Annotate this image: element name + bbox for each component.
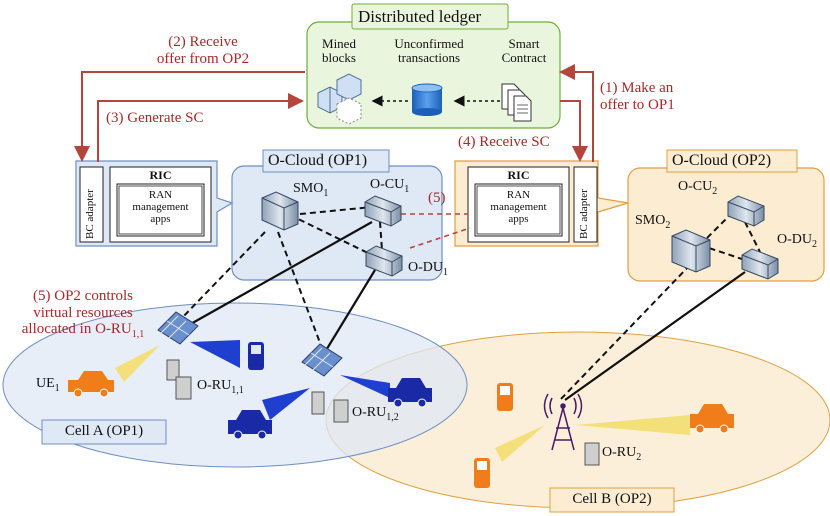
- blue-phone-icon: [248, 342, 264, 370]
- ocu1-label: O-CU1: [370, 177, 410, 195]
- oru11-antenna-icon: [157, 311, 199, 381]
- arrow-step2: [74, 71, 305, 162]
- oru12-antenna-icon: [301, 343, 343, 415]
- ledger-title: Distributed ledger: [358, 7, 482, 26]
- oru2-label: O-RU2: [602, 445, 642, 463]
- orange-phone-bottom-icon: [474, 458, 490, 488]
- arrow-step3: [97, 93, 304, 162]
- op1-bc-adapter-label: BC adapter: [84, 189, 96, 239]
- op2-ran-apps-box: [474, 183, 563, 237]
- ocu1-server-icon: [364, 195, 402, 227]
- step3-label: (3) Generate SC: [106, 110, 204, 126]
- smart-contract-icon: [501, 83, 532, 122]
- beam-oru12-car: [262, 388, 310, 420]
- oru2-tower-icon: [543, 393, 583, 451]
- op1-ric-label: RIC: [149, 168, 172, 182]
- ue1-label: UE1: [36, 376, 60, 394]
- orange-car-right-icon: [690, 404, 734, 434]
- smo2-server-icon: [671, 229, 711, 273]
- ocu2-server-icon: [727, 195, 765, 227]
- beam-oru2-car: [575, 415, 690, 435]
- smo1-label: SMO1: [293, 181, 329, 199]
- oru12-label: O-RU1,2: [352, 405, 399, 423]
- oru11-box-icon: [175, 376, 192, 400]
- oru12-box-icon: [333, 399, 349, 423]
- link-step5-odu: [409, 227, 471, 249]
- arrow-step4: [560, 100, 588, 162]
- odu1-server-icon: [365, 245, 403, 277]
- oru11-label: O-RU1,1: [197, 378, 244, 396]
- op1-bc-adapter-box: [79, 166, 104, 243]
- blue-car-right-icon: [388, 378, 432, 408]
- oru2-box-icon: [584, 442, 600, 466]
- blue-car-left-icon: [228, 410, 272, 440]
- op2-bc-adapter-box: [573, 166, 598, 243]
- op1-cloud-title: O-Cloud (OP1): [268, 152, 368, 169]
- mined-blocks-icon: [317, 73, 362, 125]
- step5-label: (5): [428, 190, 446, 206]
- step4-label: (4) Receive SC: [458, 134, 550, 150]
- beam-oru11-phone: [190, 340, 240, 368]
- odu1-label: O-DU1: [408, 260, 448, 278]
- op2-bc-adapter-label: BC adapter: [578, 189, 590, 239]
- op1-ran-apps-box: [116, 183, 205, 237]
- beam-oru12-car2: [340, 375, 390, 398]
- smo2-label: SMO2: [635, 213, 671, 231]
- ocu2-label: O-CU2: [678, 179, 718, 197]
- cell-a-label: Cell A (OP1): [64, 423, 144, 439]
- odu2-label: O-DU2: [777, 232, 817, 250]
- cell-b-label: Cell B (OP2): [572, 491, 652, 507]
- arrow-step1: [559, 64, 594, 162]
- beam-oru2-phone: [495, 425, 545, 462]
- odu2-server-icon: [741, 248, 779, 280]
- database-icon: [411, 83, 443, 116]
- op2-ric-label: RIC: [507, 168, 530, 182]
- orange-phone-top-icon: [497, 383, 513, 411]
- op2-cloud-title: O-Cloud (OP2): [672, 152, 772, 169]
- smo1-server-icon: [261, 191, 299, 231]
- ue1-car-icon: [68, 371, 114, 398]
- beam-oru11-ue: [115, 345, 160, 382]
